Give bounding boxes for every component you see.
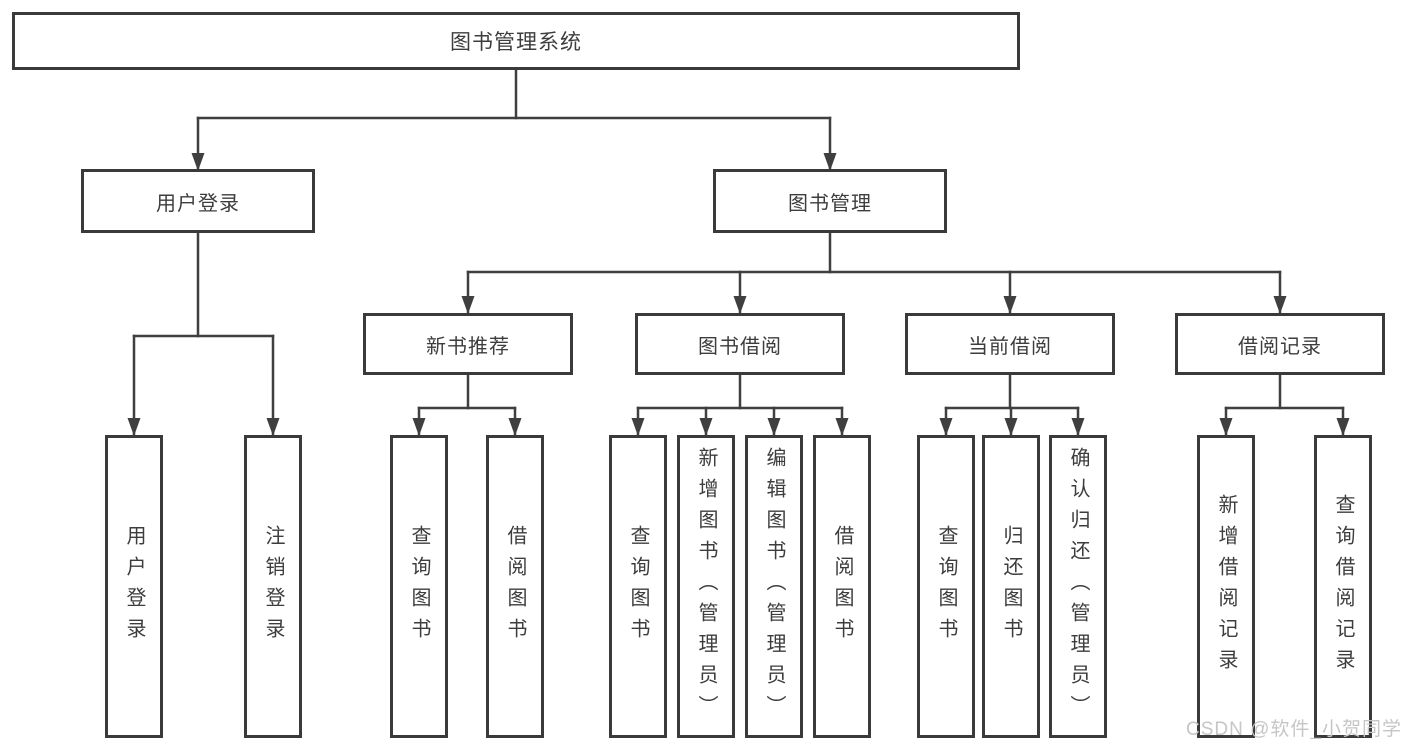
leaf-add-book-admin: 新增图书（管理员）	[677, 435, 735, 738]
leaf-label: 编辑图书（管理员）	[763, 447, 785, 726]
leaf-label: 新增借阅记录	[1215, 493, 1237, 680]
leaf-label: 查询借阅记录	[1332, 493, 1354, 680]
leaf-edit-book-admin: 编辑图书（管理员）	[745, 435, 803, 738]
leaf-label: 查询图书	[935, 524, 957, 649]
node-current-borrow: 当前借阅	[905, 313, 1115, 375]
node-library-system: 图书管理系统	[12, 12, 1020, 70]
leaf-return-books: 归还图书	[982, 435, 1040, 738]
node-user-login: 用户登录	[81, 169, 315, 233]
csdn-watermark: CSDN @软件_小贺同学	[1186, 719, 1402, 740]
leaf-label: 注销登录	[262, 524, 284, 649]
leaf-label: 借阅图书	[504, 524, 526, 649]
leaf-add-borrow-record: 新增借阅记录	[1197, 435, 1255, 738]
leaf-label: 查询图书	[408, 524, 430, 649]
leaf-borrow-books-recommend: 借阅图书	[486, 435, 544, 738]
leaf-logout: 注销登录	[244, 435, 302, 738]
node-book-management: 图书管理	[713, 169, 947, 233]
node-book-borrow: 图书借阅	[635, 313, 845, 375]
leaf-label: 归还图书	[1000, 524, 1022, 649]
leaf-query-books-recommend: 查询图书	[390, 435, 448, 738]
leaf-label: 借阅图书	[831, 524, 853, 649]
leaf-label: 新增图书（管理员）	[695, 447, 717, 726]
node-new-book-recommend: 新书推荐	[363, 313, 573, 375]
leaf-label: 查询图书	[627, 524, 649, 649]
leaf-query-books-borrow: 查询图书	[609, 435, 667, 738]
leaf-label: 用户登录	[123, 524, 145, 649]
leaf-label: 确认归还（管理员）	[1067, 447, 1089, 726]
leaf-borrow-books: 借阅图书	[813, 435, 871, 738]
node-borrow-records: 借阅记录	[1175, 313, 1385, 375]
leaf-query-books-current: 查询图书	[917, 435, 975, 738]
leaf-confirm-return-admin: 确认归还（管理员）	[1049, 435, 1107, 738]
leaf-query-borrow-record: 查询借阅记录	[1314, 435, 1372, 738]
leaf-user-login: 用户登录	[105, 435, 163, 738]
